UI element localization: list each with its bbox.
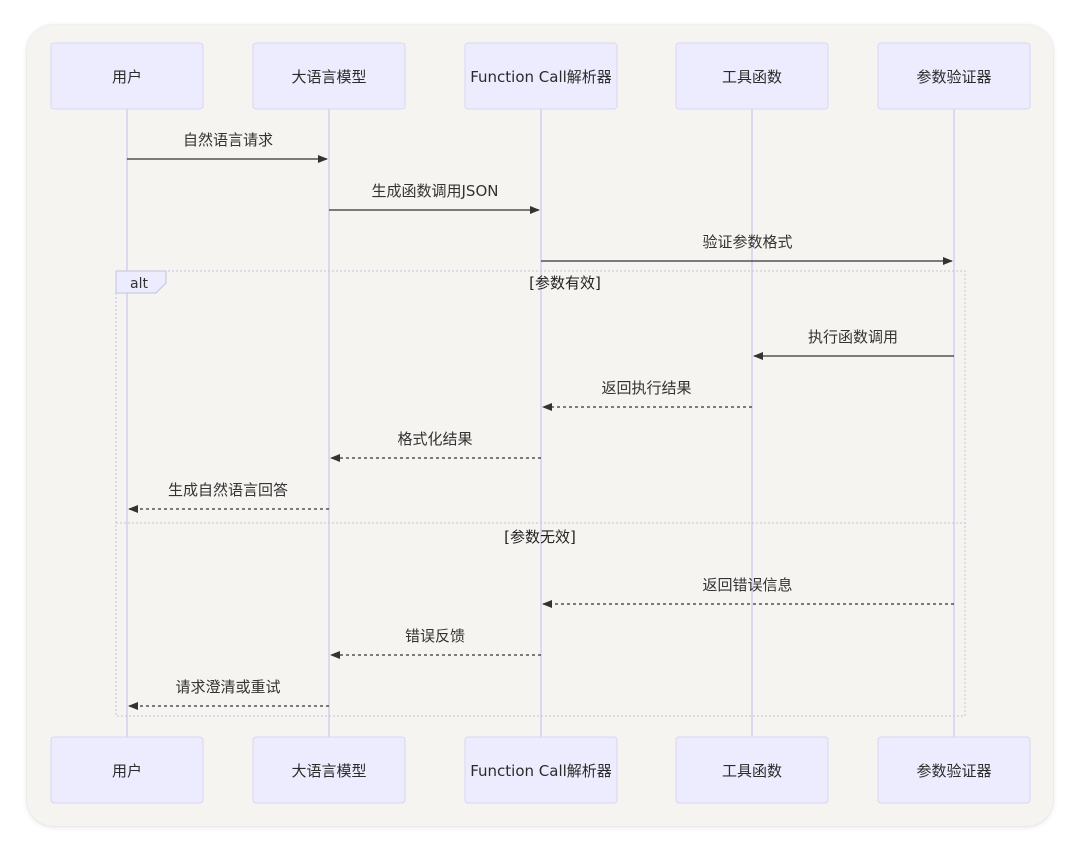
message-1: 自然语言请求: [127, 131, 328, 163]
participant-tool-top: 工具函数: [675, 42, 829, 110]
alt-condition-valid: [参数有效]: [529, 274, 601, 292]
participant-box: [50, 42, 204, 110]
message-4: 执行函数调用: [753, 328, 954, 360]
message-label: 返回错误信息: [702, 576, 792, 594]
actors-bottom: 用户 大语言模型 Function Call解析器 工具函数 参数验证器: [50, 736, 1031, 804]
participant-box: [877, 42, 1031, 110]
participant-box: [464, 736, 618, 804]
participant-label: 参数验证器: [916, 762, 991, 780]
participant-box: [877, 736, 1031, 804]
alt-frame-tag: [115, 270, 167, 294]
participant-parser-top: Function Call解析器: [464, 42, 618, 110]
participant-user-top: 用户: [50, 42, 204, 110]
message-6: 格式化结果: [330, 430, 541, 462]
participant-label: Function Call解析器: [470, 68, 612, 86]
actors-top: 用户 大语言模型 Function Call解析器 工具函数 参数验证器: [50, 42, 1031, 110]
alt-frame-border: [115, 270, 966, 717]
participant-box: [675, 736, 829, 804]
message-2: 生成函数调用JSON: [329, 182, 540, 214]
message-label: 请求澄清或重试: [175, 678, 280, 696]
message-9: 错误反馈: [330, 627, 541, 659]
alt-frame-tag-label: alt: [130, 276, 148, 292]
message-8: 返回错误信息: [542, 576, 954, 608]
participant-llm-top: 大语言模型: [252, 42, 406, 110]
message-label: 错误反馈: [405, 627, 465, 645]
message-label: 格式化结果: [397, 430, 472, 448]
message-5: 返回执行结果: [542, 379, 752, 411]
participant-parser-bottom: Function Call解析器: [464, 736, 618, 804]
participant-validator-top: 参数验证器: [877, 42, 1031, 110]
message-label: 返回执行结果: [601, 379, 691, 397]
message-label: 执行函数调用: [808, 328, 898, 346]
participant-validator-bottom: 参数验证器: [877, 736, 1031, 804]
participant-llm-bottom: 大语言模型: [252, 736, 406, 804]
message-label: 生成自然语言回答: [168, 481, 288, 499]
alt-frame: alt [参数有效] [参数无效]: [115, 270, 966, 717]
participant-box: [252, 736, 406, 804]
participant-label: 大语言模型: [291, 762, 366, 780]
lifelines: [126, 109, 955, 737]
message-label: 验证参数格式: [702, 233, 792, 251]
message-7: 生成自然语言回答: [128, 481, 329, 513]
participant-label: 大语言模型: [291, 68, 366, 86]
message-10: 请求澄清或重试: [128, 678, 329, 710]
participant-user-bottom: 用户: [50, 736, 204, 804]
participant-box: [464, 42, 618, 110]
participant-label: 用户: [112, 68, 142, 86]
participant-tool-bottom: 工具函数: [675, 736, 829, 804]
participant-box: [50, 736, 204, 804]
alt-condition-invalid: [参数无效]: [504, 528, 576, 546]
participant-box: [252, 42, 406, 110]
message-3: 验证参数格式: [541, 233, 953, 265]
participant-label: 工具函数: [722, 762, 782, 780]
participant-label: 用户: [112, 762, 142, 780]
participant-label: Function Call解析器: [470, 762, 612, 780]
participant-box: [675, 42, 829, 110]
message-label: 生成函数调用JSON: [372, 182, 499, 200]
participant-label: 参数验证器: [916, 68, 991, 86]
message-label: 自然语言请求: [183, 131, 273, 149]
participant-label: 工具函数: [722, 68, 782, 86]
